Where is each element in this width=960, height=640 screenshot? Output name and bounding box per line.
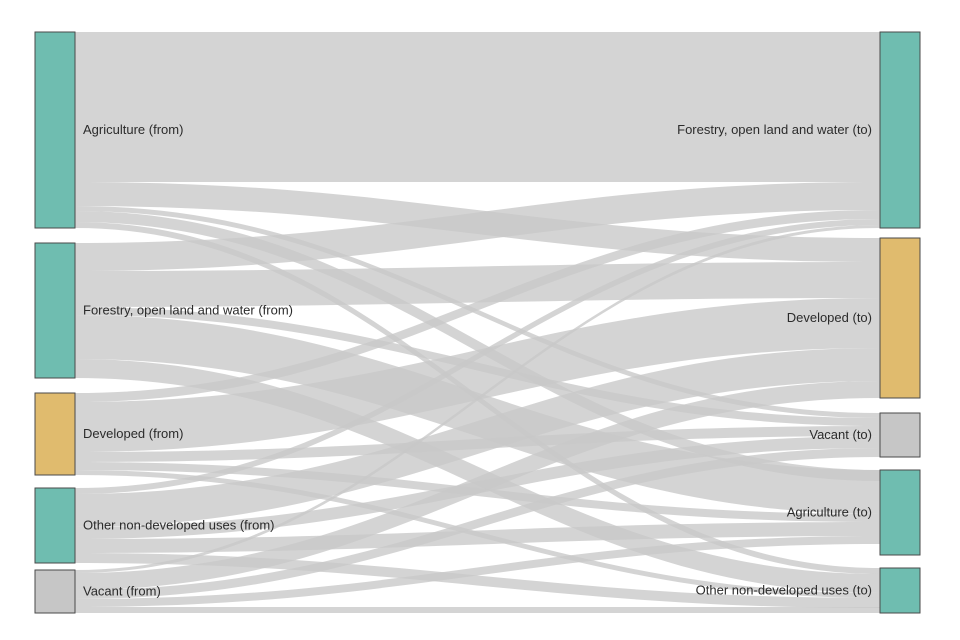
sankey-link[interactable] [75, 359, 880, 593]
sankey-node-ag-from[interactable] [34, 31, 76, 229]
sankey-node-label: Vacant (to) [809, 427, 872, 442]
sankey-node-label: Forestry, open land and water (from) [83, 303, 293, 318]
sankey-node-vac-from[interactable] [34, 569, 76, 614]
sankey-link[interactable] [75, 262, 880, 307]
sankey-node-label: Developed (to) [787, 310, 872, 325]
sankey-link[interactable] [75, 219, 880, 494]
sankey-link[interactable] [75, 32, 880, 182]
sankey-link[interactable] [75, 210, 880, 402]
sankey-node-dev-to[interactable] [879, 237, 921, 399]
sankey-links-group [75, 32, 880, 613]
sankey-node-ag-to[interactable] [879, 469, 921, 556]
sankey-node-label: Agriculture (to) [787, 505, 872, 520]
sankey-link[interactable] [75, 536, 880, 607]
sankey-node-label: Agriculture (from) [83, 122, 183, 137]
sankey-node-for-to[interactable] [879, 31, 921, 229]
sankey-node-dev-from[interactable] [34, 392, 76, 476]
sankey-link[interactable] [75, 522, 880, 553]
sankey-node-label: Forestry, open land and water (to) [677, 122, 872, 137]
sankey-link[interactable] [75, 553, 880, 608]
sankey-link[interactable] [75, 315, 880, 514]
sankey-node-label: Other non-developed uses (from) [83, 518, 274, 533]
sankey-node-label: Vacant (from) [83, 584, 161, 599]
sankey-node-label: Other non-developed uses (to) [696, 583, 872, 598]
sankey-node-vac-to[interactable] [879, 412, 921, 458]
sankey-link[interactable] [75, 448, 880, 599]
sankey-node-oth-to[interactable] [879, 567, 921, 614]
sankey-node-for-from[interactable] [34, 242, 76, 379]
sankey-link[interactable] [75, 182, 880, 271]
sankey-link[interactable] [75, 348, 880, 527]
sankey-link[interactable] [75, 225, 880, 573]
sankey-nodes-group [34, 31, 921, 614]
sankey-link[interactable] [75, 211, 880, 481]
sankey-labels-group: Agriculture (from) Forestry, open land an… [83, 122, 872, 599]
sankey-link[interactable] [75, 298, 880, 452]
sankey-link[interactable] [75, 206, 880, 418]
sankey-link[interactable] [75, 607, 880, 613]
sankey-node-label: Developed (from) [83, 426, 183, 441]
sankey-node-oth-from[interactable] [34, 487, 76, 564]
sankey-link[interactable] [75, 381, 880, 590]
